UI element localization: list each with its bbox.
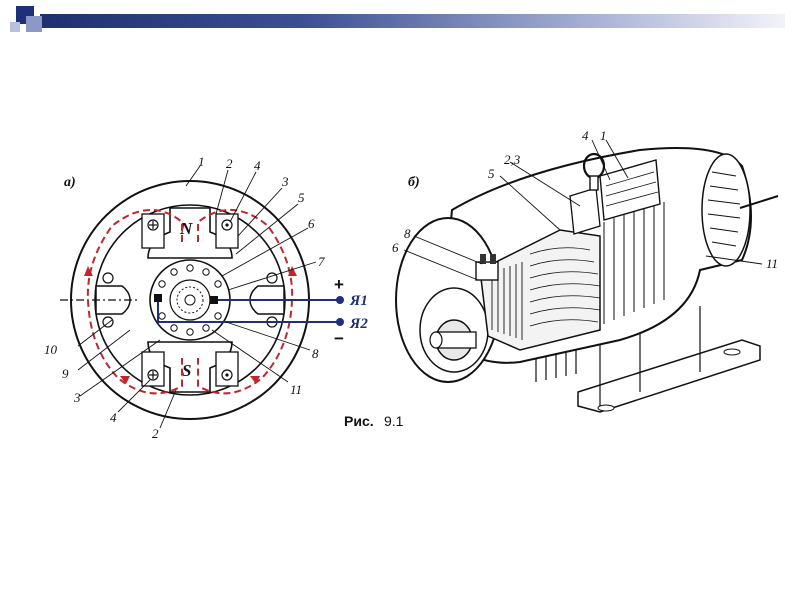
header-gradient-bar — [40, 14, 785, 28]
field-coil-n-left — [141, 213, 165, 249]
callout-1-b: 1 — [600, 128, 607, 143]
callout-3-left: 3 — [73, 390, 81, 405]
terminal-plus-sign: + — [334, 275, 344, 294]
leader-lines — [77, 165, 317, 429]
callout-5: 5 — [298, 190, 305, 205]
callout-6: 6 — [308, 216, 315, 231]
callout-2: 2 — [226, 156, 233, 171]
panel-label-a: а) — [64, 175, 76, 190]
motor-base-foot — [577, 339, 761, 413]
corner-square-small — [10, 22, 20, 32]
callout-7: 7 — [318, 254, 325, 269]
field-coil-s-left — [141, 351, 165, 387]
terminal-label-ya2: Я2 — [349, 316, 368, 332]
coil-dot-symbol — [221, 219, 233, 231]
shaft-end — [429, 331, 443, 349]
callout-10: 10 — [44, 342, 58, 357]
rear-shaft — [739, 195, 779, 209]
callout-8-b: 8 — [404, 226, 411, 241]
callout-5-b: 5 — [488, 166, 495, 181]
diagram-b: б) — [392, 128, 779, 413]
foot-ribs — [599, 306, 701, 406]
brush — [490, 254, 496, 264]
callout-11-b: 11 — [766, 256, 778, 271]
pole-label-n: N — [179, 219, 193, 238]
corner-square-light — [26, 16, 42, 32]
terminal-label-ya1: Я1 — [349, 293, 368, 309]
panel-label-b: б) — [408, 175, 420, 190]
interpole-coil — [569, 187, 601, 235]
brush — [480, 254, 486, 264]
shaft — [184, 294, 196, 306]
vent-louvres — [535, 350, 577, 382]
callout-23-b: 2,3 — [504, 152, 521, 167]
commutator-bars — [491, 262, 523, 340]
pole-label-s: S — [182, 361, 191, 380]
rear-end-shield — [701, 153, 751, 267]
coil-cross-symbol — [147, 369, 159, 381]
leader-lines-b — [403, 139, 763, 281]
figure-caption: Рис. 9.1 — [344, 413, 404, 429]
brush-holder — [475, 261, 499, 281]
lifting-eye-stem — [589, 175, 599, 191]
diagram-a: а) — [44, 154, 368, 441]
armature-core-slots — [603, 202, 665, 324]
field-coil-n-right — [215, 213, 239, 249]
callout-3: 3 — [281, 174, 289, 189]
callout-9: 9 — [62, 366, 69, 381]
callout-8: 8 — [312, 346, 319, 361]
callout-6-b: 6 — [392, 240, 399, 255]
callout-2-bottom: 2 — [152, 426, 159, 441]
caption-prefix: Рис. — [344, 413, 374, 429]
armature-windings — [529, 247, 601, 327]
caption-number: 9.1 — [384, 413, 404, 429]
callout-11: 11 — [290, 382, 302, 397]
callout-4: 4 — [254, 158, 261, 173]
rear-vent-fins — [707, 171, 741, 247]
armature-circuit — [154, 294, 344, 326]
coil-windings — [605, 171, 659, 207]
foot-bolt-hole — [597, 404, 615, 412]
coil-cross-symbol — [147, 219, 159, 231]
coil-dot-symbol — [221, 369, 233, 381]
callout-4-b: 4 — [582, 128, 589, 143]
field-coil-s-right — [215, 351, 239, 387]
foot-bolt-hole — [723, 348, 741, 356]
interpole-conductor — [102, 272, 114, 284]
callout-4-left: 4 — [110, 410, 117, 425]
terminal-minus-sign: − — [334, 329, 344, 348]
callout-1: 1 — [198, 154, 205, 169]
